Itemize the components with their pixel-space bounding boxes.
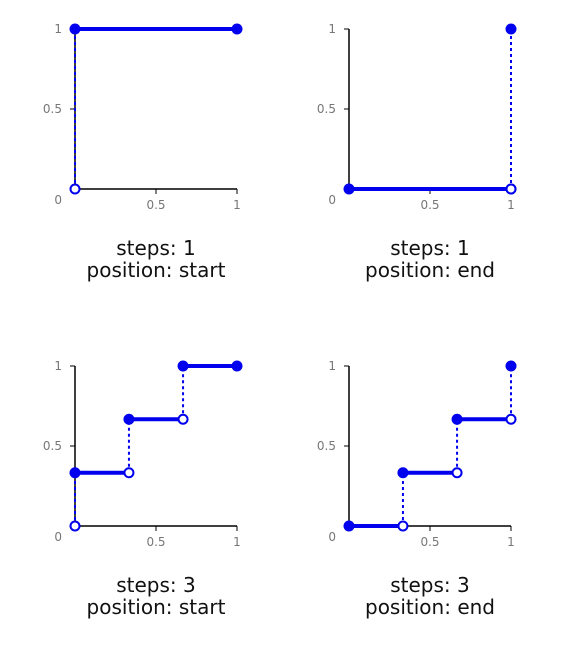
caption-position: position: start xyxy=(87,595,226,619)
caption-position: position: end xyxy=(365,258,495,282)
closed-point xyxy=(343,520,355,532)
y-tick-label: 0.5 xyxy=(43,102,62,116)
y-tick-label: 1 xyxy=(328,359,336,373)
caption-steps: steps: 1 xyxy=(116,236,196,260)
x-tick-label: 0.5 xyxy=(420,535,439,549)
x-tick-label: 1 xyxy=(233,535,241,549)
closed-point xyxy=(231,23,243,35)
x-tick-label: 0.5 xyxy=(146,198,165,212)
closed-point xyxy=(343,183,355,195)
open-point xyxy=(123,467,135,479)
open-point xyxy=(505,413,517,425)
origin-label: 0 xyxy=(328,530,336,544)
caption-steps: steps: 3 xyxy=(390,573,470,597)
y-tick-label: 1 xyxy=(54,359,62,373)
x-tick-label: 1 xyxy=(507,535,515,549)
open-point xyxy=(69,520,81,532)
caption-position: position: end xyxy=(365,595,495,619)
x-tick-label: 1 xyxy=(507,198,515,212)
closed-point xyxy=(397,467,409,479)
caption-steps: steps: 3 xyxy=(116,573,196,597)
closed-point xyxy=(231,360,243,372)
open-point xyxy=(397,520,409,532)
origin-label: 0 xyxy=(54,193,62,207)
y-tick-label: 1 xyxy=(328,22,336,36)
closed-point xyxy=(123,413,135,425)
closed-point xyxy=(505,23,517,35)
closed-point xyxy=(451,413,463,425)
origin-label: 0 xyxy=(328,193,336,207)
closed-point xyxy=(177,360,189,372)
open-point xyxy=(451,467,463,479)
caption-steps: steps: 1 xyxy=(390,236,470,260)
caption-position: position: start xyxy=(87,258,226,282)
y-tick-label: 0.5 xyxy=(317,439,336,453)
closed-point xyxy=(69,23,81,35)
open-point xyxy=(177,413,189,425)
y-tick-label: 0.5 xyxy=(43,439,62,453)
x-tick-label: 1 xyxy=(233,198,241,212)
open-point xyxy=(505,183,517,195)
origin-label: 0 xyxy=(54,530,62,544)
closed-point xyxy=(505,360,517,372)
y-tick-label: 1 xyxy=(54,22,62,36)
y-tick-label: 0.5 xyxy=(317,102,336,116)
closed-point xyxy=(69,467,81,479)
x-tick-label: 0.5 xyxy=(146,535,165,549)
x-tick-label: 0.5 xyxy=(420,198,439,212)
open-point xyxy=(69,183,81,195)
